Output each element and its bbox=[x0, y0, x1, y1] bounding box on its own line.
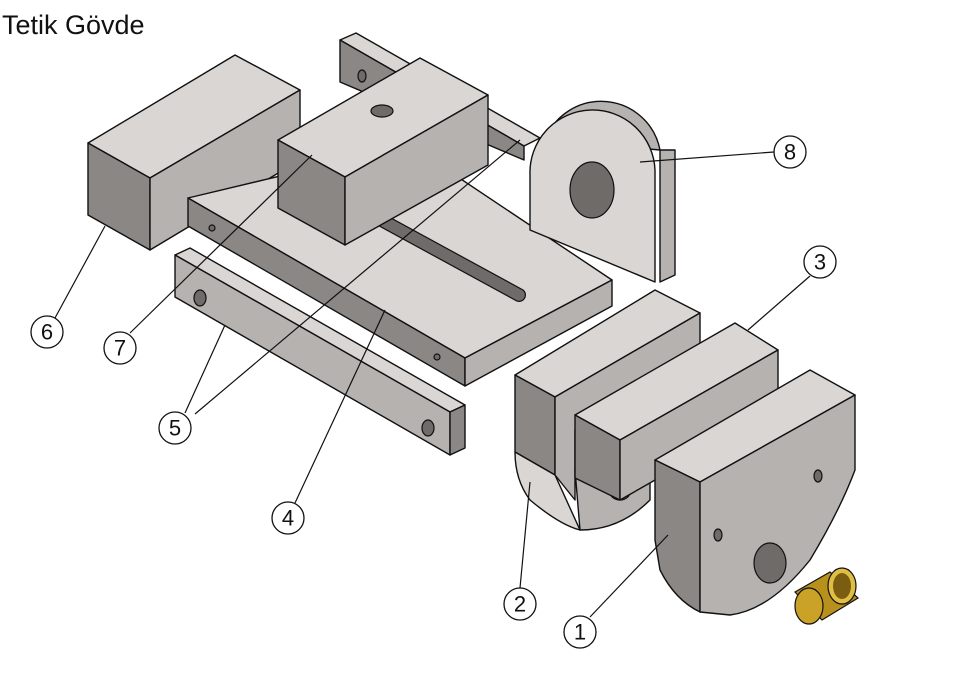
leader-lines bbox=[54, 139, 811, 618]
svg-text:8: 8 bbox=[784, 140, 796, 165]
balloon-7: 7 bbox=[103, 331, 137, 365]
balloon-4: 4 bbox=[271, 501, 305, 535]
svg-text:4: 4 bbox=[282, 506, 294, 531]
part-1-clevis bbox=[654, 369, 856, 616]
svg-text:7: 7 bbox=[114, 336, 126, 361]
balloon-1: 1 bbox=[563, 615, 597, 649]
drawing-title: Tetik Gövde bbox=[2, 10, 145, 40]
balloon-6: 6 bbox=[30, 315, 64, 349]
balloon-2: 2 bbox=[503, 587, 537, 621]
svg-text:5: 5 bbox=[169, 416, 181, 441]
balloon-8: 8 bbox=[773, 135, 807, 169]
svg-text:2: 2 bbox=[514, 592, 526, 617]
part-7-block bbox=[277, 57, 489, 246]
part-8-lug bbox=[529, 100, 676, 283]
bushing bbox=[794, 567, 859, 625]
balloon-3: 3 bbox=[803, 245, 837, 279]
balloon-5: 5 bbox=[158, 411, 192, 445]
svg-text:1: 1 bbox=[574, 620, 586, 645]
svg-text:3: 3 bbox=[814, 250, 826, 275]
part-5-bar bbox=[174, 247, 466, 456]
svg-text:6: 6 bbox=[41, 320, 53, 345]
